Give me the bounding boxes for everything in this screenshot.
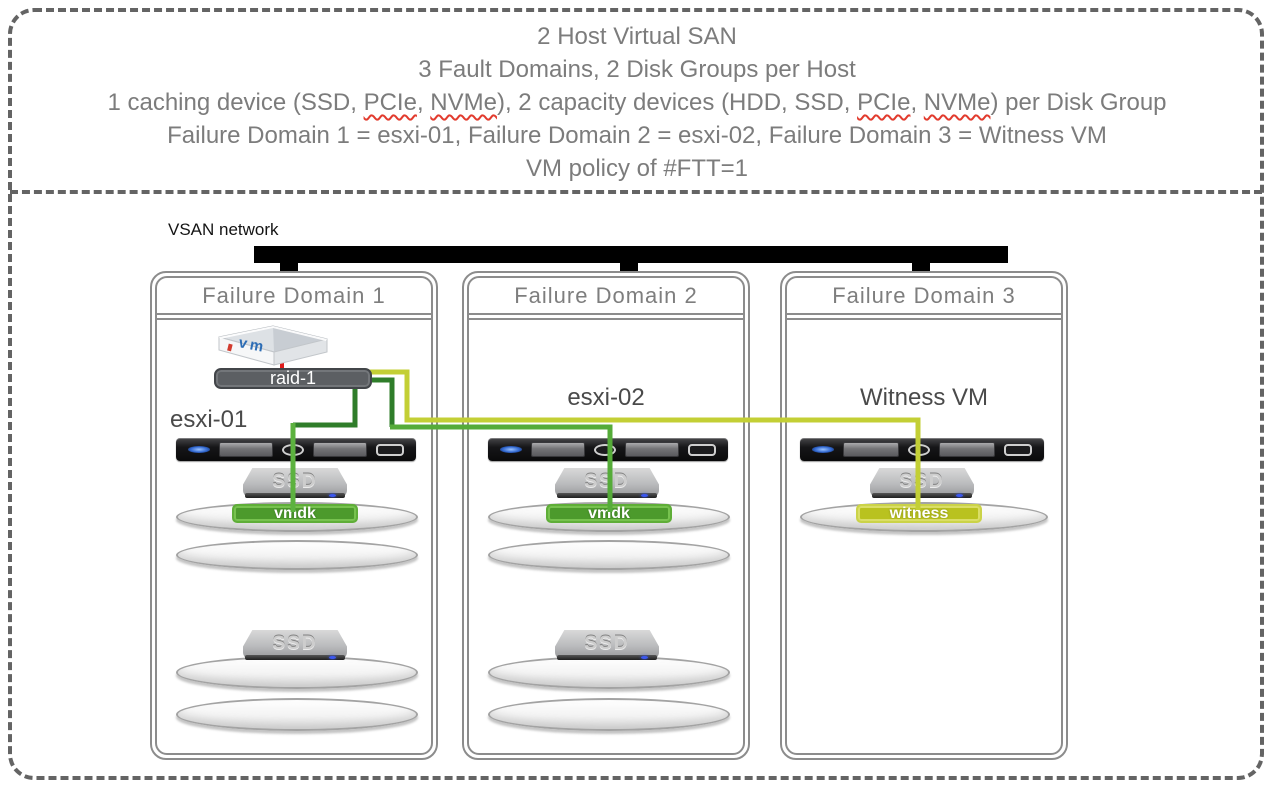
server-bay xyxy=(219,442,273,457)
disk-platter xyxy=(488,540,730,570)
ssd-cache-icon: SSD xyxy=(243,630,347,660)
annotation-line-3: 1 caching device (SSD, PCIe, NVMe), 2 ca… xyxy=(24,86,1250,119)
server-icon xyxy=(800,438,1044,461)
server-button-icon xyxy=(594,443,616,456)
host-label-esxi-02: esxi-02 xyxy=(567,384,645,411)
vm-cube-label: vm xyxy=(237,334,267,356)
failure-domain-1-title: Failure Domain 1 xyxy=(202,283,386,308)
disk-platter xyxy=(488,656,730,689)
ann3-text: , xyxy=(416,89,431,116)
server-slot-icon xyxy=(376,443,404,456)
network-stub-fd3 xyxy=(912,263,930,272)
server-led-icon xyxy=(188,446,210,453)
server-slot-icon xyxy=(1004,443,1032,456)
server-bay xyxy=(531,442,585,457)
ann3-misspelled-word: NVMe xyxy=(430,89,497,116)
disk-platter xyxy=(176,698,418,731)
ssd-cache-icon: SSD xyxy=(555,468,659,498)
server-bay xyxy=(313,442,367,457)
ann3-misspelled-word: NVMe xyxy=(923,89,991,116)
ann3-text: ) per Disk Group xyxy=(990,89,1167,116)
failure-domain-2-title: Failure Domain 2 xyxy=(514,283,698,308)
vmdk-component-label: vmdk xyxy=(232,504,358,523)
host-label-esxi-01: esxi-01 xyxy=(170,406,248,433)
server-button-icon xyxy=(908,443,930,456)
host-label-witness-vm: Witness VM xyxy=(859,384,988,411)
disk-platter xyxy=(488,698,730,731)
frame-divider-line xyxy=(10,190,1262,194)
failure-domain-3-separator xyxy=(787,313,1061,320)
network-stub-fd1 xyxy=(280,263,298,272)
server-led-icon xyxy=(500,446,522,453)
failure-domain-3-title: Failure Domain 3 xyxy=(832,283,1016,308)
vmdk-component-label: vmdk xyxy=(546,504,672,523)
network-stub-fd2 xyxy=(620,263,638,272)
ssd-cache-icon: SSD xyxy=(555,630,659,660)
vsan-network-bar xyxy=(254,246,1008,263)
server-slot-icon xyxy=(688,443,716,456)
vsan-network-label: VSAN network xyxy=(168,220,279,239)
annotation-line-5: VM policy of #FTT=1 xyxy=(525,155,749,182)
annotation-line-1: 2 Host Virtual SAN xyxy=(537,23,737,50)
server-bay xyxy=(939,442,995,457)
failure-domain-3-inner: Failure Domain 3 xyxy=(785,276,1063,755)
vm-cube-icon: vm xyxy=(218,325,328,366)
server-bay xyxy=(843,442,899,457)
failure-domain-3-box: Failure Domain 3 xyxy=(780,271,1068,760)
disk-platter xyxy=(176,540,418,570)
failure-domain-1-box: Failure Domain 1 xyxy=(150,271,438,760)
failure-domain-2-box: Failure Domain 2 xyxy=(462,271,750,760)
server-button-icon xyxy=(282,443,304,456)
annotation-line-2: 3 Fault Domains, 2 Disk Groups per Host xyxy=(418,56,856,83)
disk-platter xyxy=(176,656,418,689)
ann3-text: 1 caching device (SSD, xyxy=(107,89,364,116)
witness-component-label: witness xyxy=(856,504,982,523)
ann3-text: ), 2 capacity devices (HDD, SSD, xyxy=(496,89,858,116)
failure-domain-1-separator xyxy=(157,313,431,320)
ssd-cache-icon: SSD xyxy=(243,468,347,498)
failure-domain-2-inner: Failure Domain 2 xyxy=(467,276,745,755)
annotation-line-4: Failure Domain 1 = esxi-01, Failure Doma… xyxy=(167,122,1107,149)
server-icon xyxy=(176,438,416,461)
server-icon xyxy=(488,438,728,461)
failure-domain-2-separator xyxy=(469,313,743,320)
failure-domain-1-inner: Failure Domain 1 xyxy=(155,276,433,755)
ann3-misspelled-word: PCIe xyxy=(363,89,417,116)
server-bay xyxy=(625,442,679,457)
raid-1-component: raid-1 xyxy=(214,368,372,389)
ann3-misspelled-word: PCIe xyxy=(857,89,911,116)
ann3-text: , xyxy=(910,89,924,116)
annotation-block: 2 Host Virtual SAN 3 Fault Domains, 2 Di… xyxy=(24,20,1250,185)
server-led-icon xyxy=(812,446,834,453)
diagram-outer-frame xyxy=(8,8,1264,780)
ssd-cache-icon: SSD xyxy=(870,468,974,498)
